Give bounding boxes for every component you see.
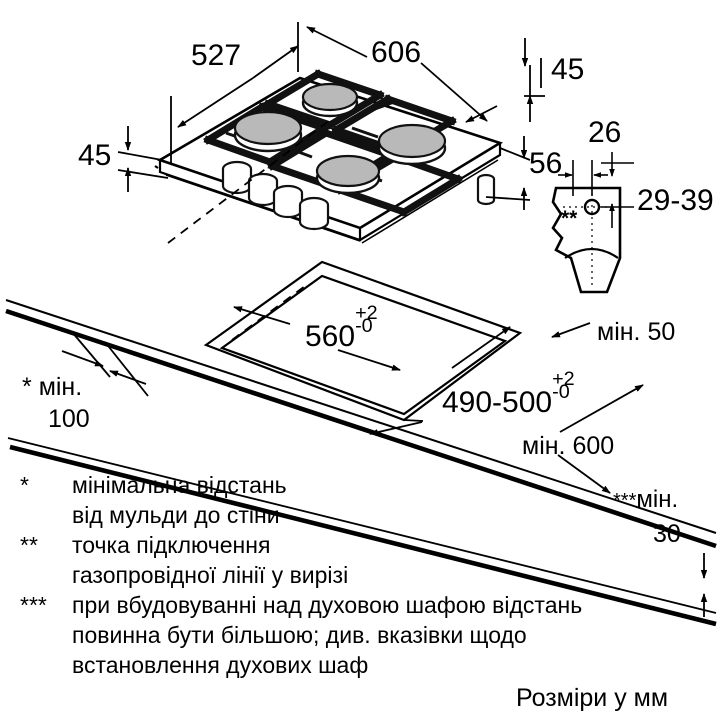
- dim-26: [558, 160, 608, 196]
- dim-min-600: [557, 384, 644, 494]
- footnote-3-mark-spacer-a: [20, 620, 72, 650]
- hob-plate-trim: [165, 159, 499, 244]
- dim-527: [170, 22, 299, 165]
- gas-connection-marker: **: [561, 207, 578, 230]
- clearance-label-min-30: ***мін.: [613, 488, 678, 512]
- dim-label-45-right: 45: [551, 53, 585, 86]
- gas-connection-centerlines: [563, 193, 612, 288]
- footnote-item-1: * мінімальна відстань: [20, 470, 582, 500]
- dim-560: [233, 306, 401, 371]
- projection-lines: [167, 119, 331, 341]
- dim-56: [485, 136, 531, 210]
- worktop-surface: [5, 299, 717, 549]
- cutout-depth-tol-minus: -0: [552, 381, 570, 404]
- gas-connection-detail: [551, 186, 622, 294]
- clearance-min-100-mark: *: [22, 373, 32, 401]
- footnote-2-line-2: газопровідної лінії у вирізі: [72, 562, 349, 588]
- worktop-cutout-outer: [203, 260, 523, 422]
- footnote-3-mark: ***: [20, 592, 47, 618]
- dim-490-500: [369, 326, 511, 436]
- dim-45-left: [117, 126, 169, 192]
- worktop-cutout-inner: [219, 274, 508, 416]
- cutout-depth-tol-plus: +2: [552, 367, 575, 390]
- footnote-2-mark-spacer: [20, 560, 72, 590]
- dim-45-right: [465, 38, 545, 123]
- footnote-1-line-2: від мульди до стіни: [72, 502, 280, 528]
- footnote-item-3: *** при вбудовуванні над духовою шафою в…: [20, 590, 582, 620]
- worktop-front-edge: [7, 437, 717, 627]
- footnote-1-line-1: мінімальна відстань: [72, 472, 287, 498]
- hob-leg-stub: [476, 173, 496, 206]
- control-knobs: [221, 160, 330, 231]
- footnote-3-line-3: встановлення духових шаф: [72, 652, 369, 678]
- dim-min-50: [551, 322, 591, 338]
- cutout-depth-value: 490-500: [442, 386, 553, 419]
- footnote-item-1-cont: від мульди до стіни: [20, 500, 582, 530]
- clearance-label-min-600: мін. 600: [522, 432, 615, 460]
- footnote-3-line-2: повинна бути більшою; див. вказівки щодо: [72, 622, 527, 648]
- clearance-value-min-30: 30: [653, 520, 681, 548]
- cutout-depth-tolerance: +2-0: [552, 369, 575, 412]
- clearance-min-30-mark: ***: [613, 490, 637, 512]
- footnote-3-line-1: при вбудовуванні над духовою шафою відст…: [72, 592, 583, 618]
- dim-label-45-left: 45: [78, 139, 112, 172]
- footnote-2-mark: **: [20, 532, 38, 558]
- clearance-min-30-text: мін.: [636, 486, 679, 513]
- dim-606: [306, 26, 488, 122]
- dim-min-100: [61, 331, 149, 397]
- dim-label-29-39: 29-39: [637, 184, 714, 217]
- dim-29-39: [601, 152, 634, 228]
- cutout-width-tolerance: +2-0: [355, 303, 378, 346]
- clearance-label-min-100: * мін.: [22, 375, 82, 400]
- dim-label-cutout-depth: 490-500+2-0: [442, 369, 575, 419]
- dim-label-26: 26: [588, 116, 622, 149]
- footnote-item-2: ** точка підключення: [20, 530, 582, 560]
- dim-label-56: 56: [529, 147, 563, 180]
- cutout-width-value: 560: [305, 320, 356, 353]
- dim-label-527: 527: [191, 39, 242, 72]
- footnote-3-mark-spacer-b: [20, 650, 72, 680]
- gas-connection-curve: [564, 247, 619, 259]
- clearance-min-100-text: мін.: [38, 373, 83, 401]
- footnote-2-line-1: точка підключення: [72, 532, 271, 558]
- footnote-item-3-cont-b: встановлення духових шаф: [20, 650, 582, 680]
- footnote-item-3-cont-a: повинна бути більшою; див. вказівки щодо: [20, 620, 582, 650]
- dim-label-cutout-width: 560+2-0: [305, 303, 378, 353]
- dim-label-606: 606: [371, 36, 422, 69]
- burner-caps: [233, 82, 447, 188]
- cutout-width-tol-minus: -0: [355, 315, 373, 338]
- footnotes-block: * мінімальна відстань від мульди до стін…: [20, 470, 582, 680]
- clearance-value-min-100: 100: [48, 405, 90, 433]
- cutout-width-tol-plus: +2: [355, 301, 378, 324]
- footnote-1-mark: *: [20, 472, 29, 498]
- footnote-1-mark-spacer: [20, 500, 72, 530]
- clearance-label-min-50: мін. 50: [597, 318, 676, 346]
- footnote-item-2-cont: газопровідної лінії у вирізі: [20, 560, 582, 590]
